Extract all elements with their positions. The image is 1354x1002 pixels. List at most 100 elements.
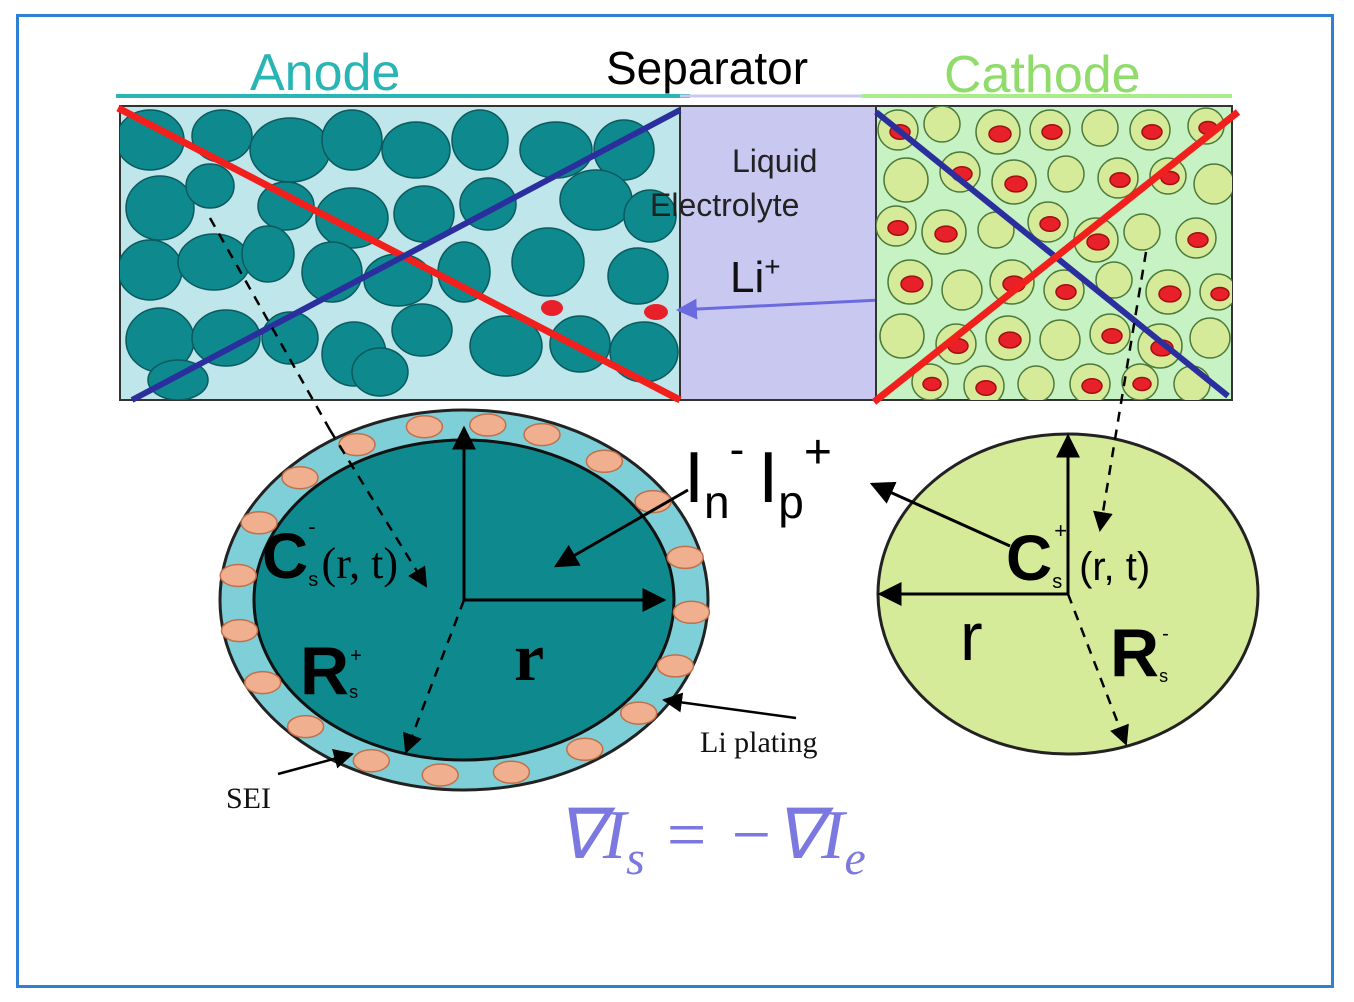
li-plating-pointer (662, 692, 797, 720)
anode-graphite-particle (191, 309, 261, 367)
li-plating-deposit (240, 511, 278, 535)
anode-graphite-particle (437, 241, 491, 303)
cathode-oxide-particle (883, 157, 929, 203)
cathode-oxide-particle (1189, 317, 1231, 359)
li-plating-label: Li plating (700, 726, 817, 759)
li-plating-deposit (469, 413, 507, 437)
li-plating-deposit (523, 422, 561, 447)
li-plating-deposit (338, 432, 376, 457)
anode-graphite-particle (607, 247, 669, 305)
anode-graphite-particle (185, 163, 235, 209)
anode-zoom-line (208, 217, 332, 431)
cathode-r-label: r (960, 599, 983, 675)
cathode-li-dot (1160, 170, 1180, 186)
anode-cross-red (116, 104, 682, 404)
gradient-equation: ∇Is = −∇Ie (556, 797, 866, 885)
cathode-li-dot (934, 225, 958, 243)
anode-graphite-particle (241, 225, 295, 283)
cathode-li-dot (900, 275, 924, 293)
cathode-li-dot (1141, 124, 1163, 140)
cathode-oxide-particle (1173, 365, 1211, 400)
electrolyte-label: Electrolyte (650, 187, 799, 223)
li-plating-deposit (566, 737, 604, 762)
li-plating-deposits (219, 413, 711, 787)
cathode-li-dot (922, 376, 942, 392)
separator-label: Separator (606, 42, 808, 94)
cathode-oxide-particle (879, 313, 925, 359)
anode-label: Anode (250, 44, 400, 102)
anode-graphite-particle (321, 109, 383, 171)
li-plating-deposit (286, 714, 325, 739)
cathode-li-dot (1109, 172, 1131, 188)
anode-li-dot (541, 300, 563, 316)
sei-label: SEI (226, 782, 271, 815)
anode-graphite-particle (393, 185, 455, 243)
anode-graphite-particle (120, 239, 183, 301)
cathode-li-dot (887, 220, 909, 236)
flux-arrow-anode (553, 488, 689, 568)
anode-graphite-particle (381, 121, 451, 179)
anode-graphite-particle (177, 233, 251, 291)
cathode-li-dot (1101, 328, 1123, 344)
anode-graphite-particle (609, 321, 679, 383)
cathode-li-dot (1081, 378, 1103, 394)
current-label: In-Ip+ (684, 425, 832, 528)
li-plating-deposit (421, 763, 459, 787)
li-plating-deposit (405, 414, 444, 439)
cathode-li-dot (1055, 284, 1077, 300)
anode-graphite-particle (623, 189, 677, 243)
anode-graphite-particle (549, 315, 611, 373)
anode-graphite-particle (125, 175, 195, 241)
li-plating-deposit (492, 760, 531, 784)
anode-graphite-particle (391, 303, 453, 357)
cathode-particles (876, 106, 1232, 400)
cathode-oxide-particle (941, 269, 983, 311)
cathode-li-dot (1004, 175, 1028, 193)
anode-conc-label: Cs-(r, t) (262, 514, 398, 592)
sei-pointer (277, 749, 354, 776)
cathode-zoom-line (1093, 251, 1148, 532)
anode-radius-R-label: Rs+ (300, 633, 362, 709)
cathode-li-dot (998, 331, 1022, 349)
li-plating-deposit (243, 670, 282, 695)
cathode-oxide-particle (1095, 261, 1133, 299)
li-ion-label: Li+ (730, 251, 781, 302)
liquid-label: Liquid (732, 143, 817, 179)
cathode-oxide-particle (1081, 109, 1119, 147)
cathode-cross-blue (874, 109, 1230, 399)
li-plating-deposit (666, 545, 704, 570)
cathode-oxide-particle (1047, 155, 1085, 193)
cathode-oxide-particle (1123, 213, 1161, 251)
anode-graphite-particle (351, 347, 409, 397)
cathode-li-dot (988, 125, 1012, 143)
anode-graphite-particle (559, 169, 633, 231)
flux-arrow-cathode (869, 481, 1011, 548)
cathode-li-dot (1132, 376, 1152, 392)
li-plating-deposit (634, 489, 672, 514)
li-plating-deposit (656, 654, 695, 678)
anode-radius-dashed (403, 599, 466, 754)
anode-graphite-particle (261, 311, 319, 365)
cathode-li-dot (1158, 285, 1182, 303)
cathode-oxide-particle (1017, 365, 1055, 400)
anode-r-label: r (514, 619, 544, 695)
anode-zoom-line (328, 429, 428, 588)
anode-cross-blue (130, 107, 682, 403)
li-plating-deposit (219, 563, 257, 588)
li-plating-deposit (585, 449, 624, 474)
anode-graphite-particle (511, 227, 585, 297)
anode-graphite-particle (451, 109, 509, 171)
li-plating-deposit (672, 600, 711, 625)
cathode-li-dot (1041, 124, 1063, 140)
li-plating-deposit (352, 749, 391, 773)
anode-graphite-particle (249, 117, 331, 183)
cathode-oxide-particle (1039, 319, 1081, 361)
cathode-oxide-particle (1193, 163, 1232, 205)
cathode-radius-R-label: Rs- (1110, 615, 1169, 691)
anode-graphite-particle (519, 121, 593, 179)
li-plating-deposit (220, 618, 259, 643)
cathode-li-dot (1187, 232, 1209, 248)
cathode-conc-label: Cs+(r, t) (1006, 518, 1150, 594)
cathode-oxide-particle (923, 106, 961, 143)
